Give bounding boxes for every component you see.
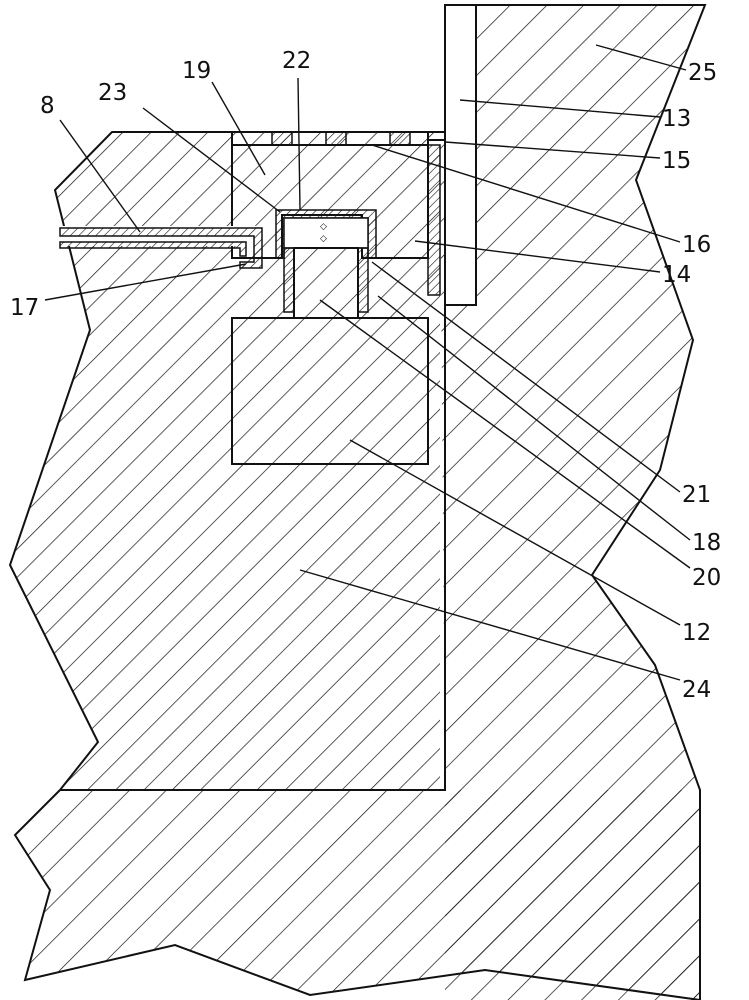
label-21: 21 — [682, 482, 711, 508]
leader-15 — [444, 141, 661, 159]
label-25: 25 — [688, 60, 717, 86]
drain-pipe-8-lower — [59, 241, 247, 257]
label-16: 16 — [682, 232, 711, 258]
leader-lines — [44, 44, 691, 681]
leader-18 — [377, 295, 691, 541]
guide-sleeve-left-21 — [283, 247, 295, 313]
label-23: 23 — [98, 80, 127, 106]
lower-chamber-12 — [231, 317, 429, 465]
grate-bar-3 — [389, 131, 411, 146]
side-wall-18 — [427, 144, 441, 296]
label-17: 17 — [10, 295, 39, 321]
label-13: 13 — [662, 106, 691, 132]
main-body-24 — [10, 132, 440, 790]
leader-22 — [297, 77, 301, 211]
leader-20 — [319, 299, 691, 569]
liner-plate-13 — [445, 5, 476, 305]
liner-plate-13-hatch — [444, 4, 477, 306]
cap-symbol-dot-1: ◇ — [320, 222, 327, 232]
cap-symbol-dot-2: ◇ — [320, 234, 327, 244]
label-19: 19 — [182, 58, 211, 84]
rock-mass-25-outline — [476, 4, 707, 1000]
drain-pipe-8 — [59, 227, 263, 269]
leader-19 — [211, 81, 266, 176]
label-15: 15 — [662, 148, 691, 174]
grate-bar-2 — [325, 131, 347, 146]
leader-24 — [299, 569, 681, 681]
left-edge — [8, 131, 440, 791]
label-20: 20 — [692, 565, 721, 591]
label-12: 12 — [682, 620, 711, 646]
bottom-rock-mass — [15, 790, 700, 1000]
reference-numerals: 8 23 19 22 17 25 13 15 16 14 21 18 20 12… — [10, 48, 721, 703]
leader-23 — [142, 107, 281, 213]
leader-16 — [371, 144, 681, 243]
label-14: 14 — [662, 262, 691, 288]
label-8: 8 — [40, 93, 55, 119]
leader-13 — [459, 99, 661, 118]
rock-mass-25 — [440, 5, 705, 1000]
bottom-edge — [13, 789, 701, 1000]
leader-14 — [414, 240, 661, 273]
leader-17 — [44, 263, 247, 301]
leader-8 — [59, 119, 141, 233]
leader-21 — [371, 261, 681, 493]
leader-12 — [349, 439, 681, 626]
grate-bar-1 — [271, 131, 293, 146]
label-24: 24 — [682, 677, 711, 703]
guide-sleeve-right-21 — [357, 247, 369, 313]
label-22: 22 — [282, 48, 311, 74]
seal-strip-15 — [427, 131, 446, 141]
leader-25 — [595, 44, 687, 71]
label-18: 18 — [692, 530, 721, 556]
